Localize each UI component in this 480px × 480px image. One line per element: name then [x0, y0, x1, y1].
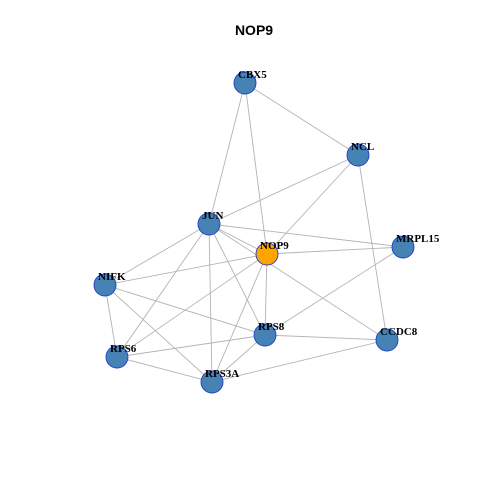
edge-ncl-ccdc8 — [357, 154, 388, 341]
node-rps3a — [200, 370, 224, 394]
edge-nifk-rps6 — [104, 284, 118, 358]
node-label-nop9: NOP9 — [260, 240, 289, 252]
node-nifk — [93, 273, 117, 297]
edge-nifk-rps3a — [104, 284, 213, 383]
edge-rps3a-ccdc8 — [211, 339, 388, 383]
node-label-ccdc8: CCDC8 — [380, 326, 418, 338]
edge-nop9-rps3a — [211, 253, 268, 383]
edge-jun-ccdc8 — [208, 223, 388, 341]
edge-rps8-ccdc8 — [264, 334, 388, 341]
edge-cbx5-nop9 — [244, 82, 268, 255]
edge-nop9-rps8 — [264, 253, 268, 336]
edge-nop9-nifk — [104, 253, 268, 286]
node-label-rps6: RPS6 — [110, 343, 137, 355]
edge-nop9-rps6 — [116, 253, 268, 358]
edge-nop9-mrpl15 — [266, 246, 404, 255]
node-mrpl15 — [391, 235, 415, 259]
edge-mrpl15-rps8 — [264, 246, 404, 336]
edge-ncl-nop9 — [266, 154, 359, 255]
node-label-mrpl15: MRPL15 — [396, 233, 440, 245]
node-label-rps3a: RPS3A — [205, 368, 239, 380]
node-label-cbx5: CBX5 — [238, 69, 267, 81]
edge-jun-mrpl15 — [208, 223, 404, 248]
edge-cbx5-jun — [208, 82, 246, 225]
edge-jun-rps8 — [208, 223, 266, 336]
node-label-ncl: NCL — [351, 141, 374, 153]
edge-rps8-rps6 — [116, 334, 266, 358]
node-label-rps8: RPS8 — [258, 321, 285, 333]
edge-jun-rps3a — [208, 223, 213, 383]
edge-rps8-rps3a — [211, 334, 266, 383]
edge-nifk-rps8 — [104, 284, 266, 336]
node-ccdc8 — [375, 328, 399, 352]
edge-layer — [104, 82, 404, 383]
node-ncl — [346, 143, 370, 167]
node-jun — [197, 212, 221, 236]
edge-jun-rps6 — [116, 223, 210, 358]
node-rps8 — [253, 323, 277, 347]
edge-jun-nifk — [104, 223, 210, 286]
edge-ncl-jun — [208, 154, 359, 225]
node-rps6 — [105, 345, 129, 369]
diagram-title: NOP9 — [235, 22, 273, 38]
node-label-jun: JUN — [202, 210, 223, 222]
node-label-nifk: NIFK — [98, 271, 126, 283]
node-nop9 — [255, 242, 279, 266]
edge-cbx5-ncl — [244, 82, 359, 156]
node-cbx5 — [233, 71, 257, 95]
edge-rps6-rps3a — [116, 356, 213, 383]
